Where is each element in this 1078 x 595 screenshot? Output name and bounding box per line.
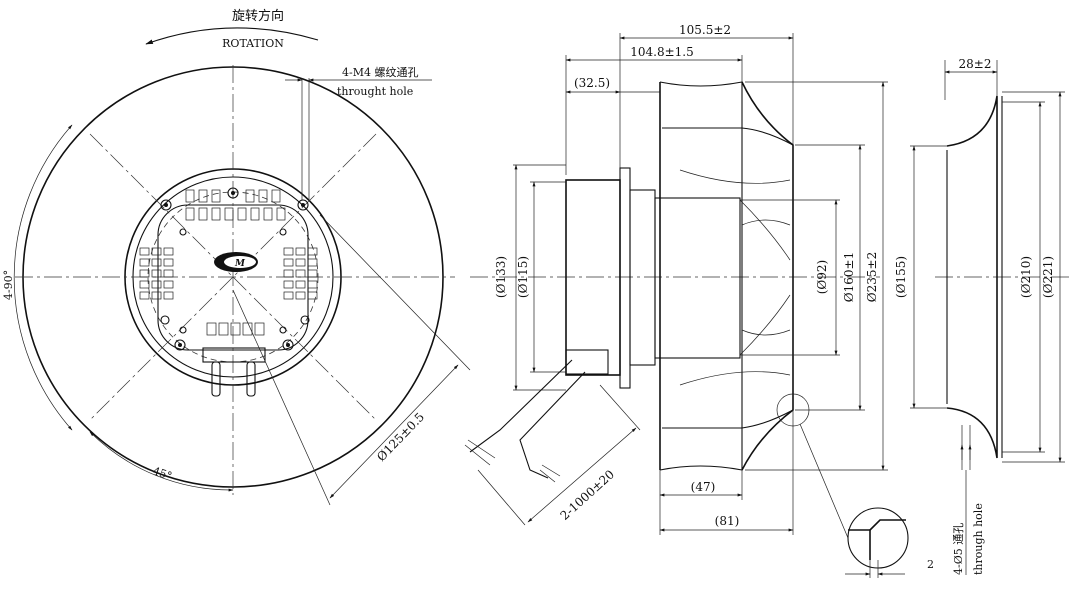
- detail-zoom-circle: [847, 507, 909, 569]
- vent-grid-bottom: [206, 322, 265, 336]
- width-28-label: 28±2: [959, 57, 992, 71]
- width-32-label: (32.5): [574, 76, 610, 90]
- diameter-235-label: Ø235±2: [865, 252, 879, 302]
- m4-hole-label-cn: 4-M4 螺纹通孔: [342, 65, 418, 79]
- detail-circle: [776, 393, 810, 427]
- vent-grid-left: [139, 247, 174, 300]
- inlet-ring-view: 28±2 (Ø155) (Ø210) (Ø221) 4-Ø5 通孔 throug…: [894, 57, 1070, 575]
- front-view: 旋转方向 ROTATION: [2, 8, 471, 506]
- rotation-label-cn: 旋转方向: [232, 8, 284, 24]
- width-47-label: (47): [691, 480, 716, 494]
- rotation-arrow-icon: [145, 27, 319, 45]
- diameter-125-label: Ø125±0.5: [374, 410, 427, 464]
- inlet-hole-label-en: through hole: [972, 503, 985, 575]
- side-view: 105.5±2 104.8±1.5 (32.5) (Ø133) (Ø115): [464, 23, 934, 578]
- diagonal-center-line-2: [89, 133, 377, 421]
- screw-holes: [160, 187, 310, 351]
- inlet-ring-profile: [946, 95, 998, 459]
- brand-logo-icon: M: [214, 252, 258, 272]
- m4-hole-label-en: throught hole: [337, 85, 413, 98]
- motor-hub: [629, 189, 656, 366]
- cable: [464, 349, 609, 483]
- width-105-label: 105.5±2: [679, 23, 731, 37]
- width-81-label: (81): [715, 514, 740, 528]
- diagonal-center-line-1: [89, 133, 377, 421]
- vent-grid-right: [283, 247, 318, 300]
- diameter-155-label: (Ø155): [894, 256, 908, 298]
- motor-body: [565, 179, 621, 376]
- cable-length-label: 2-1000±20: [558, 467, 618, 523]
- inlet-hole-label-cn: 4-Ø5 通孔: [952, 523, 965, 575]
- diameter-92-label: (Ø92): [815, 260, 829, 294]
- diameter-133-label: (Ø133): [494, 256, 508, 298]
- angle-45-label: 45°: [151, 464, 174, 482]
- diameter-115-label: (Ø115): [516, 256, 530, 298]
- vent-grid-top: [185, 189, 286, 221]
- rotor-hub: [654, 197, 741, 359]
- width-104-label: 104.8±1.5: [630, 45, 694, 59]
- motor-flange: [619, 167, 631, 389]
- rotation-label-en: ROTATION: [222, 37, 284, 50]
- diameter-210-label: (Ø210): [1019, 256, 1033, 298]
- angle-90-label: 4-90°: [2, 270, 15, 300]
- cable-exit: [202, 347, 266, 397]
- detail-2-label: 2: [927, 558, 934, 571]
- impeller-profile: [659, 81, 794, 471]
- svg-text:M: M: [234, 259, 246, 269]
- diameter-221-label: (Ø221): [1041, 256, 1055, 298]
- diameter-160-label: Ø160±1: [842, 252, 856, 302]
